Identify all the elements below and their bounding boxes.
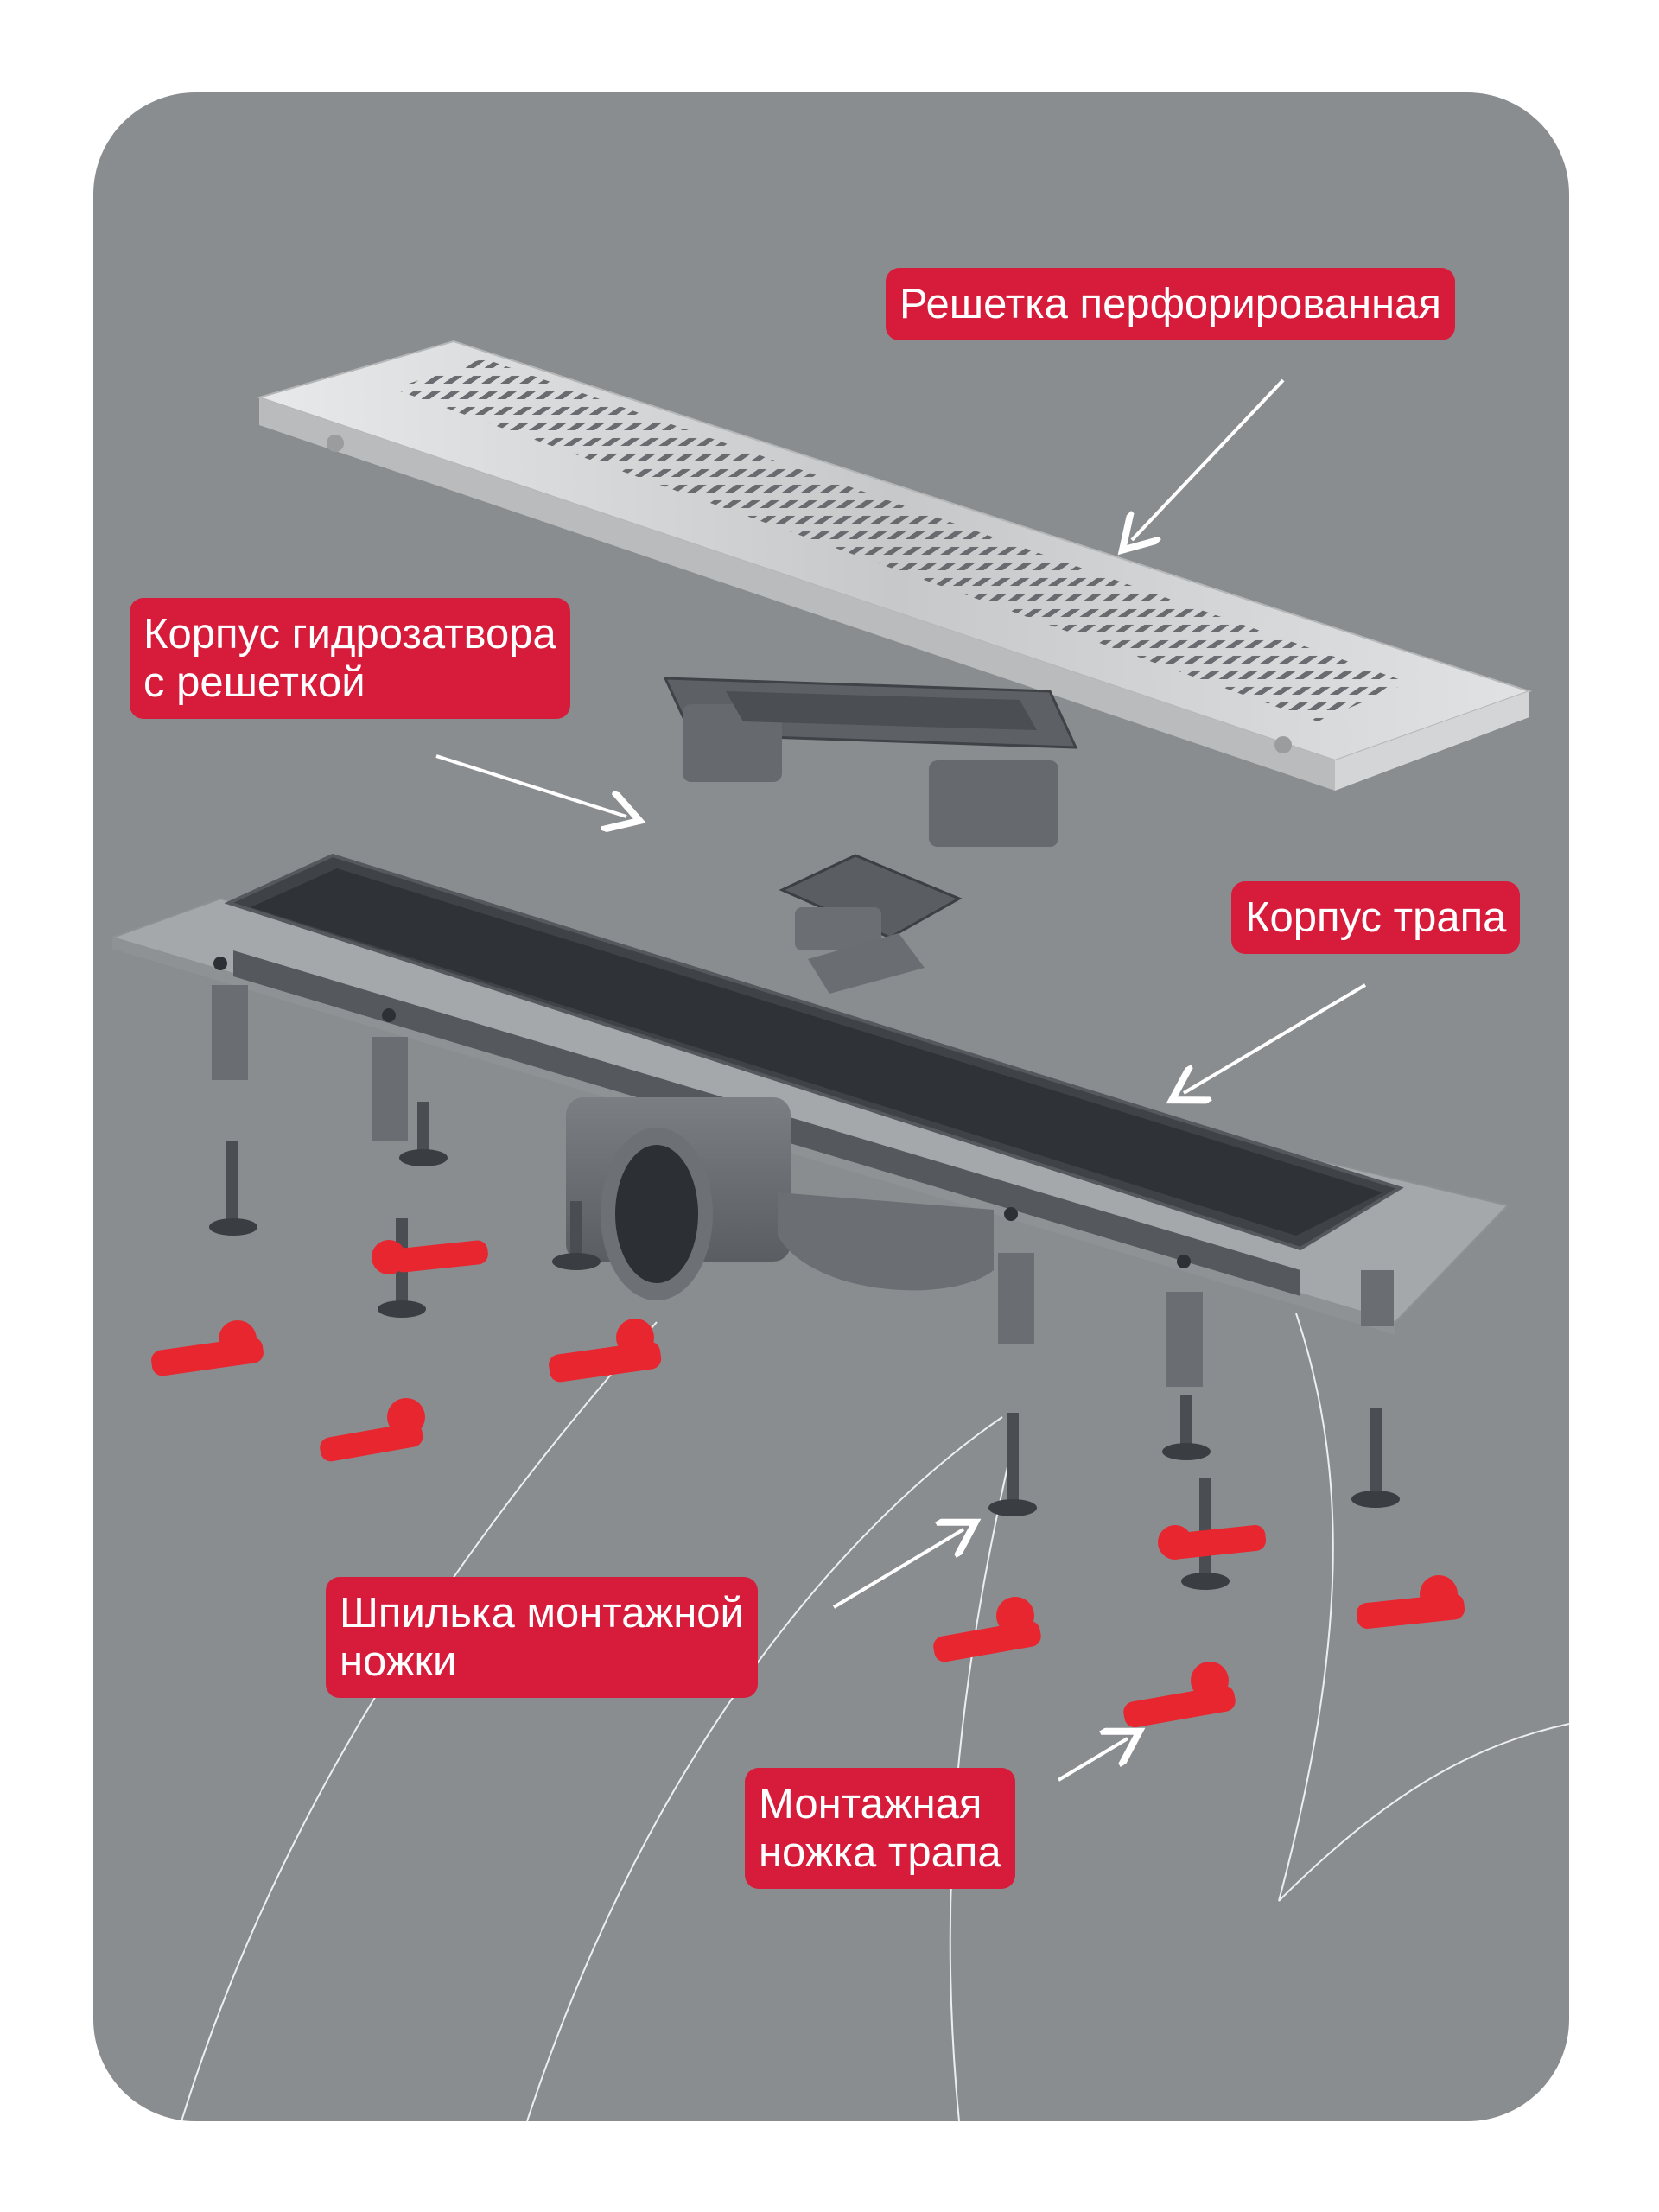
trap-insert (779, 854, 963, 994)
foot (933, 1597, 1041, 1662)
label-mounting-foot: Монтажная ножка трапа (745, 1768, 1015, 1889)
stud (1162, 1395, 1211, 1460)
foot (151, 1320, 264, 1376)
foot (1158, 1524, 1267, 1560)
water-seal-body (663, 677, 1078, 847)
mounting-studs (209, 1102, 1400, 1590)
perforated-grate (256, 340, 1533, 791)
callout-arrows (435, 378, 1367, 1782)
drain-body (109, 853, 1510, 1387)
stud (399, 1102, 448, 1166)
label-water-seal-body: Корпус гидрозатвора с решеткой (130, 598, 570, 719)
foot (1123, 1662, 1236, 1728)
label-grate: Решетка перфорированная (886, 268, 1455, 340)
foot (320, 1398, 425, 1462)
label-drain-body: Корпус трапа (1231, 881, 1521, 954)
label-mounting-stud: Шпилька монтажной ножки (326, 1577, 758, 1698)
stud (988, 1413, 1037, 1516)
foot (1356, 1575, 1465, 1630)
stud (552, 1201, 601, 1270)
foot (372, 1240, 488, 1274)
stud (209, 1141, 257, 1236)
foot (549, 1319, 662, 1382)
stud (1351, 1408, 1400, 1508)
mounting-feet (151, 1240, 1465, 1728)
